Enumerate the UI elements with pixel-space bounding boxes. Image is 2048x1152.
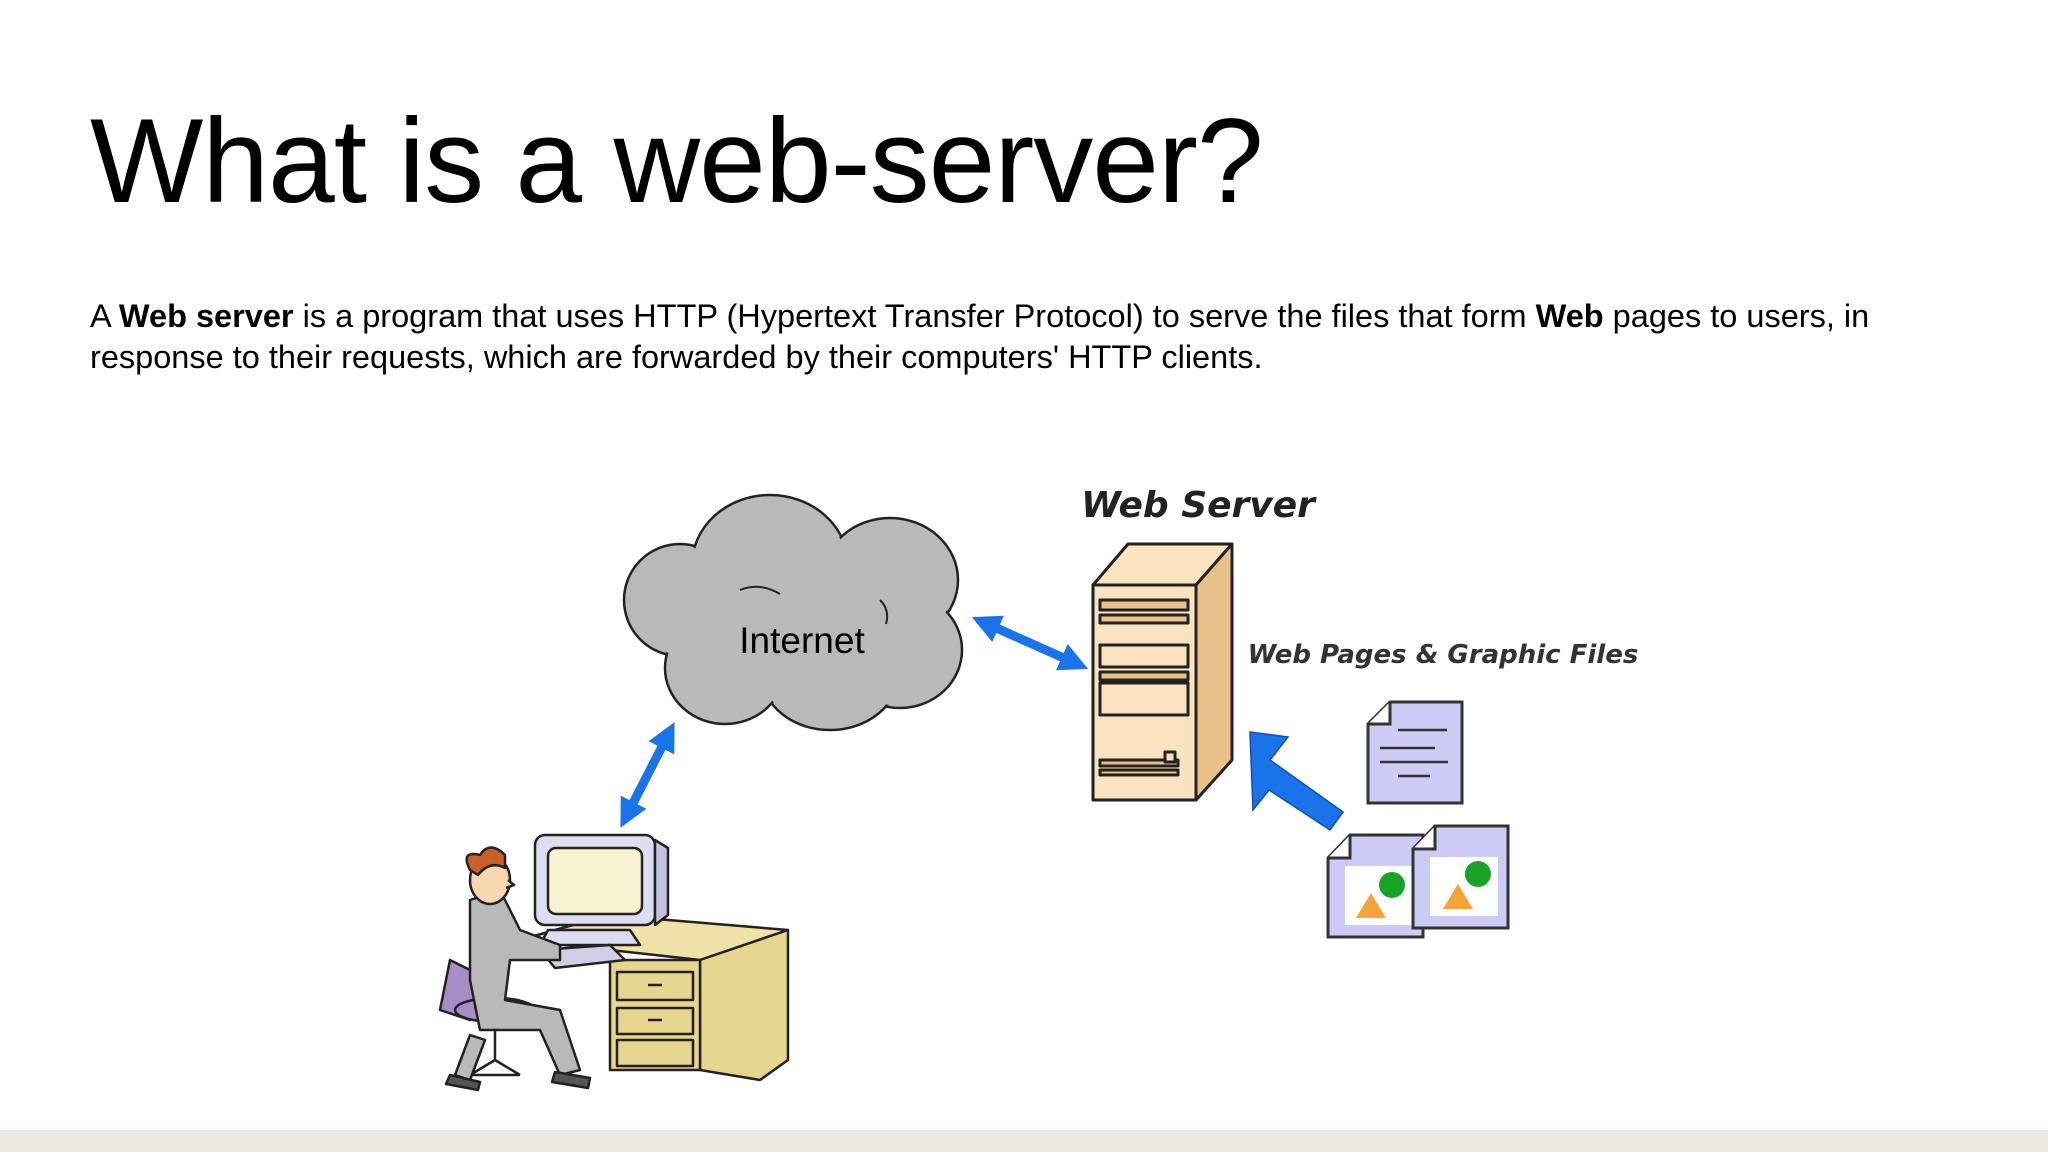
slide-title: What is a web-server? <box>90 94 1264 228</box>
files-label: Web Pages & Graphic Files <box>1248 640 1639 670</box>
document-icon <box>1366 700 1464 805</box>
body-text-1: A <box>90 298 119 334</box>
image-file-icon <box>1326 833 1425 939</box>
double-arrow-icon <box>620 722 675 828</box>
cloud-label: Internet <box>739 620 865 661</box>
body-bold-web-server: Web server <box>118 298 294 334</box>
slide-body: A Web server is a program that uses HTTP… <box>90 296 1990 378</box>
server-label: Web Server <box>1081 485 1317 526</box>
image-file-icon <box>1411 824 1510 930</box>
double-arrow-icon <box>971 615 1089 671</box>
body-text-3: pages to users, in response to their req… <box>90 298 1870 375</box>
body-text-2: is a program that uses HTTP (Hypertext T… <box>293 298 1536 334</box>
cloud-icon: Internet <box>622 493 964 732</box>
arrow-icon <box>1249 731 1345 832</box>
footer-bar <box>0 1130 2048 1152</box>
server-tower-icon <box>1091 542 1234 802</box>
body-bold-web: Web <box>1535 298 1604 334</box>
user-at-computer-icon <box>438 833 790 1092</box>
